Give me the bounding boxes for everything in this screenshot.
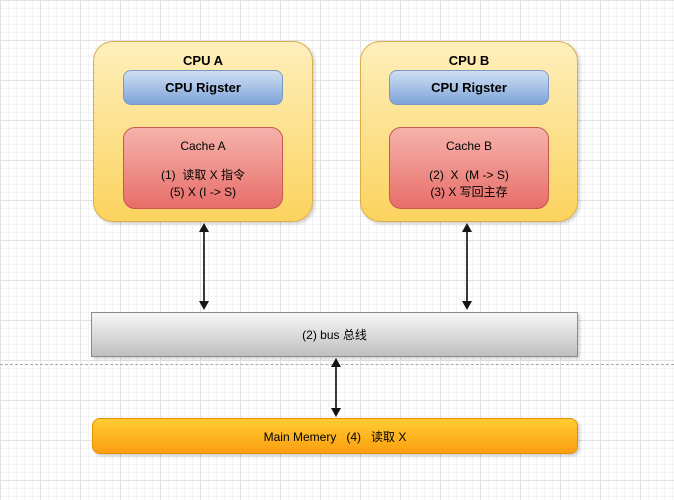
cpu-a-register-label: CPU Rigster: [165, 80, 241, 95]
cpu-a-block: CPU A CPU Rigster Cache A (1) 读取 X 指令 (5…: [93, 41, 313, 222]
arrowhead-down-icon: [462, 301, 472, 310]
cpu-a-register-box: CPU Rigster: [123, 70, 283, 105]
cpu-b-register-box: CPU Rigster: [389, 70, 549, 105]
cpu-b-register-label: CPU Rigster: [431, 80, 507, 95]
cpu-a-bus-arrow: [198, 223, 210, 310]
cpu-b-cache-line-1: (2) X (M -> S): [429, 168, 509, 182]
cpu-a-cache-line-1: (1) 读取 X 指令: [160, 168, 245, 182]
cpu-a-cache-title: Cache A: [180, 139, 226, 153]
cpu-a-cache-line-2: (5) X (I -> S): [169, 185, 237, 199]
cpu-b-cache-box: Cache B (2) X (M -> S) (3) X 写回主存: [389, 127, 549, 209]
main-memory-bar: Main Memery (4) 读取 X: [92, 418, 578, 454]
cpu-b-cache-title: Cache B: [445, 139, 493, 153]
cpu-a-cache-box: Cache A (1) 读取 X 指令 (5) X (I -> S): [123, 127, 283, 209]
bus-memory-arrow: [330, 358, 342, 417]
arrowhead-down-icon: [331, 408, 341, 417]
cpu-b-block: CPU B CPU Rigster Cache B (2) X (M -> S)…: [360, 41, 578, 222]
bus-label: (2) bus 总线: [302, 328, 367, 342]
cpu-b-title: CPU B: [448, 53, 490, 68]
arrow-shaft: [335, 367, 337, 408]
cpu-a-title: CPU A: [183, 53, 223, 68]
arrow-shaft: [466, 232, 468, 301]
main-memory-label: Main Memery (4) 读取 X: [263, 429, 407, 444]
cpu-b-cache-line-2: (3) X 写回主存: [430, 185, 508, 199]
bus-bar: (2) bus 总线: [91, 312, 578, 357]
arrow-shaft: [203, 232, 205, 301]
arrowhead-up-icon: [331, 358, 341, 367]
arrowhead-up-icon: [462, 223, 472, 232]
arrowhead-up-icon: [199, 223, 209, 232]
cpu-b-bus-arrow: [461, 223, 473, 310]
arrowhead-down-icon: [199, 301, 209, 310]
